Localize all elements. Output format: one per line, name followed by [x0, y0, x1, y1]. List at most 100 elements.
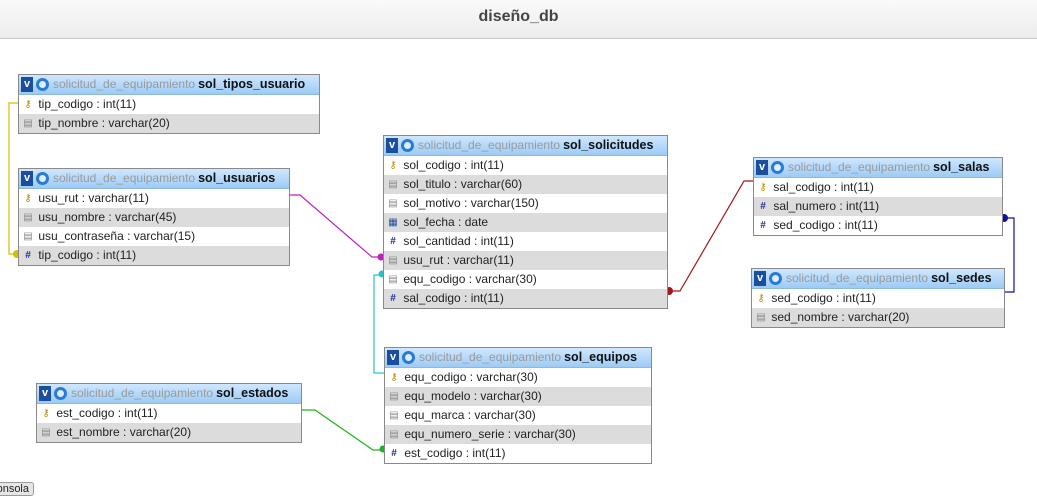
table-column-row[interactable]: ▤ equ_marca : varchar(30) — [385, 406, 651, 425]
numeric-column-icon: # — [760, 220, 766, 231]
table-column-row[interactable]: ▤ sol_motivo : varchar(150) — [384, 194, 667, 213]
table-column-row[interactable]: ▤ sol_titulo : varchar(60) — [384, 175, 667, 194]
table-settings-icon[interactable] — [771, 161, 784, 174]
column-definition: sal_numero : int(11) — [773, 199, 880, 213]
table-column-row[interactable]: ▤ sed_nombre : varchar(20) — [752, 308, 1004, 327]
table-settings-icon[interactable] — [36, 172, 49, 185]
column-definition: sed_nombre : varchar(20) — [771, 310, 910, 324]
console-tab[interactable]: onsola — [0, 482, 34, 496]
table-column-row[interactable]: ▤ equ_numero_serie : varchar(30) — [385, 425, 651, 444]
table-column-row[interactable]: ⚷ tip_codigo : int(11) — [19, 95, 319, 114]
column-definition: sol_cantidad : int(11) — [403, 234, 514, 248]
text-column-icon: ▤ — [389, 410, 399, 421]
text-column-icon: ▤ — [756, 312, 766, 323]
column-definition: sol_fecha : date — [403, 215, 489, 229]
table-settings-icon[interactable] — [401, 139, 414, 152]
table-column-row[interactable]: ▤ equ_codigo : varchar(30) — [384, 270, 667, 289]
table-column-row[interactable]: # est_codigo : int(11) — [385, 444, 651, 463]
database-name: solicitud_de_equipamiento — [71, 386, 214, 400]
text-column-icon: ▤ — [23, 118, 33, 129]
toggle-columns-icon[interactable]: v — [754, 271, 766, 286]
table-column-row[interactable]: ⚷ usu_rut : varchar(11) — [19, 189, 289, 208]
primary-key-icon: ⚷ — [24, 193, 32, 204]
table-column-row[interactable]: # sed_codigo : int(11) — [754, 216, 1002, 235]
text-column-icon: ▤ — [23, 231, 33, 242]
toggle-columns-icon[interactable]: v — [39, 386, 51, 401]
text-column-icon: ▤ — [23, 212, 33, 223]
text-column-icon: ▤ — [389, 391, 399, 402]
database-name: solicitud_de_equipamiento — [53, 171, 196, 185]
table-column-row[interactable]: ▤ usu_rut : varchar(11) — [384, 251, 667, 270]
date-column-icon: ▦ — [388, 217, 398, 228]
toggle-columns-icon[interactable]: v — [756, 160, 768, 175]
table-settings-icon[interactable] — [769, 272, 782, 285]
column-definition: sal_codigo : int(11) — [773, 180, 874, 194]
text-column-icon: ▤ — [389, 429, 399, 440]
table-name: sol_usuarios — [198, 171, 276, 185]
table-column-row[interactable]: # sol_cantidad : int(11) — [384, 232, 667, 251]
toggle-columns-icon[interactable]: v — [386, 138, 398, 153]
primary-key-icon: ⚷ — [389, 160, 397, 171]
database-name: solicitud_de_equipamiento — [53, 77, 196, 91]
table-column-row[interactable]: ▤ tip_nombre : varchar(20) — [19, 114, 319, 133]
table-column-row[interactable]: ⚷ sal_codigo : int(11) — [754, 178, 1002, 197]
table-column-row[interactable]: # sal_numero : int(11) — [754, 197, 1002, 216]
table-name: sol_salas — [933, 160, 990, 174]
table-column-row[interactable]: ⚷ equ_codigo : varchar(30) — [385, 368, 651, 387]
column-definition: tip_nombre : varchar(20) — [38, 116, 170, 130]
column-definition: equ_marca : varchar(30) — [404, 408, 536, 422]
table-name: sol_sedes — [931, 271, 992, 285]
toggle-columns-icon[interactable]: v — [21, 77, 33, 92]
table-column-row[interactable]: ⚷ est_codigo : int(11) — [37, 404, 301, 423]
primary-key-icon: ⚷ — [757, 293, 765, 304]
primary-key-icon: ⚷ — [759, 182, 767, 193]
table-column-row[interactable]: # sal_codigo : int(11) — [384, 289, 667, 308]
text-column-icon: ▤ — [388, 179, 398, 190]
column-definition: equ_modelo : varchar(30) — [404, 389, 542, 403]
column-definition: sed_codigo : int(11) — [773, 218, 878, 232]
text-column-icon: ▤ — [388, 198, 398, 209]
numeric-column-icon: # — [391, 448, 397, 459]
database-name: solicitud_de_equipamiento — [786, 271, 929, 285]
table-column-row[interactable]: ▤ est_nombre : varchar(20) — [37, 423, 301, 442]
table-name: sol_solicitudes — [563, 138, 654, 152]
numeric-column-icon: # — [390, 293, 396, 304]
toggle-columns-icon[interactable]: v — [21, 171, 33, 186]
table-column-row[interactable]: # tip_codigo : int(11) — [19, 246, 289, 265]
table-column-row[interactable]: ▤ equ_modelo : varchar(30) — [385, 387, 651, 406]
table-column-row[interactable]: ▦ sol_fecha : date — [384, 213, 667, 232]
table-name: sol_estados — [216, 386, 289, 400]
table-column-row[interactable]: ⚷ sol_codigo : int(11) — [384, 156, 667, 175]
text-column-icon: ▤ — [41, 427, 51, 438]
table-column-row[interactable]: ▤ usu_nombre : varchar(45) — [19, 208, 289, 227]
database-name: solicitud_de_equipamiento — [419, 350, 562, 364]
table-column-row[interactable]: ⚷ sed_codigo : int(11) — [752, 289, 1004, 308]
primary-key-icon: ⚷ — [24, 99, 32, 110]
numeric-column-icon: # — [390, 236, 396, 247]
table-settings-icon[interactable] — [36, 78, 49, 91]
column-definition: equ_codigo : varchar(30) — [404, 370, 538, 384]
table-name: sol_equipos — [564, 350, 638, 364]
table-column-row[interactable]: ▤ usu_contraseña : varchar(15) — [19, 227, 289, 246]
toggle-columns-icon[interactable]: v — [387, 350, 399, 365]
column-definition: est_codigo : int(11) — [56, 406, 158, 420]
table-settings-icon[interactable] — [402, 351, 415, 364]
column-definition: sol_codigo : int(11) — [403, 158, 504, 172]
column-definition: equ_codigo : varchar(30) — [403, 272, 537, 286]
column-definition: est_nombre : varchar(20) — [56, 425, 192, 439]
table-settings-icon[interactable] — [54, 387, 67, 400]
